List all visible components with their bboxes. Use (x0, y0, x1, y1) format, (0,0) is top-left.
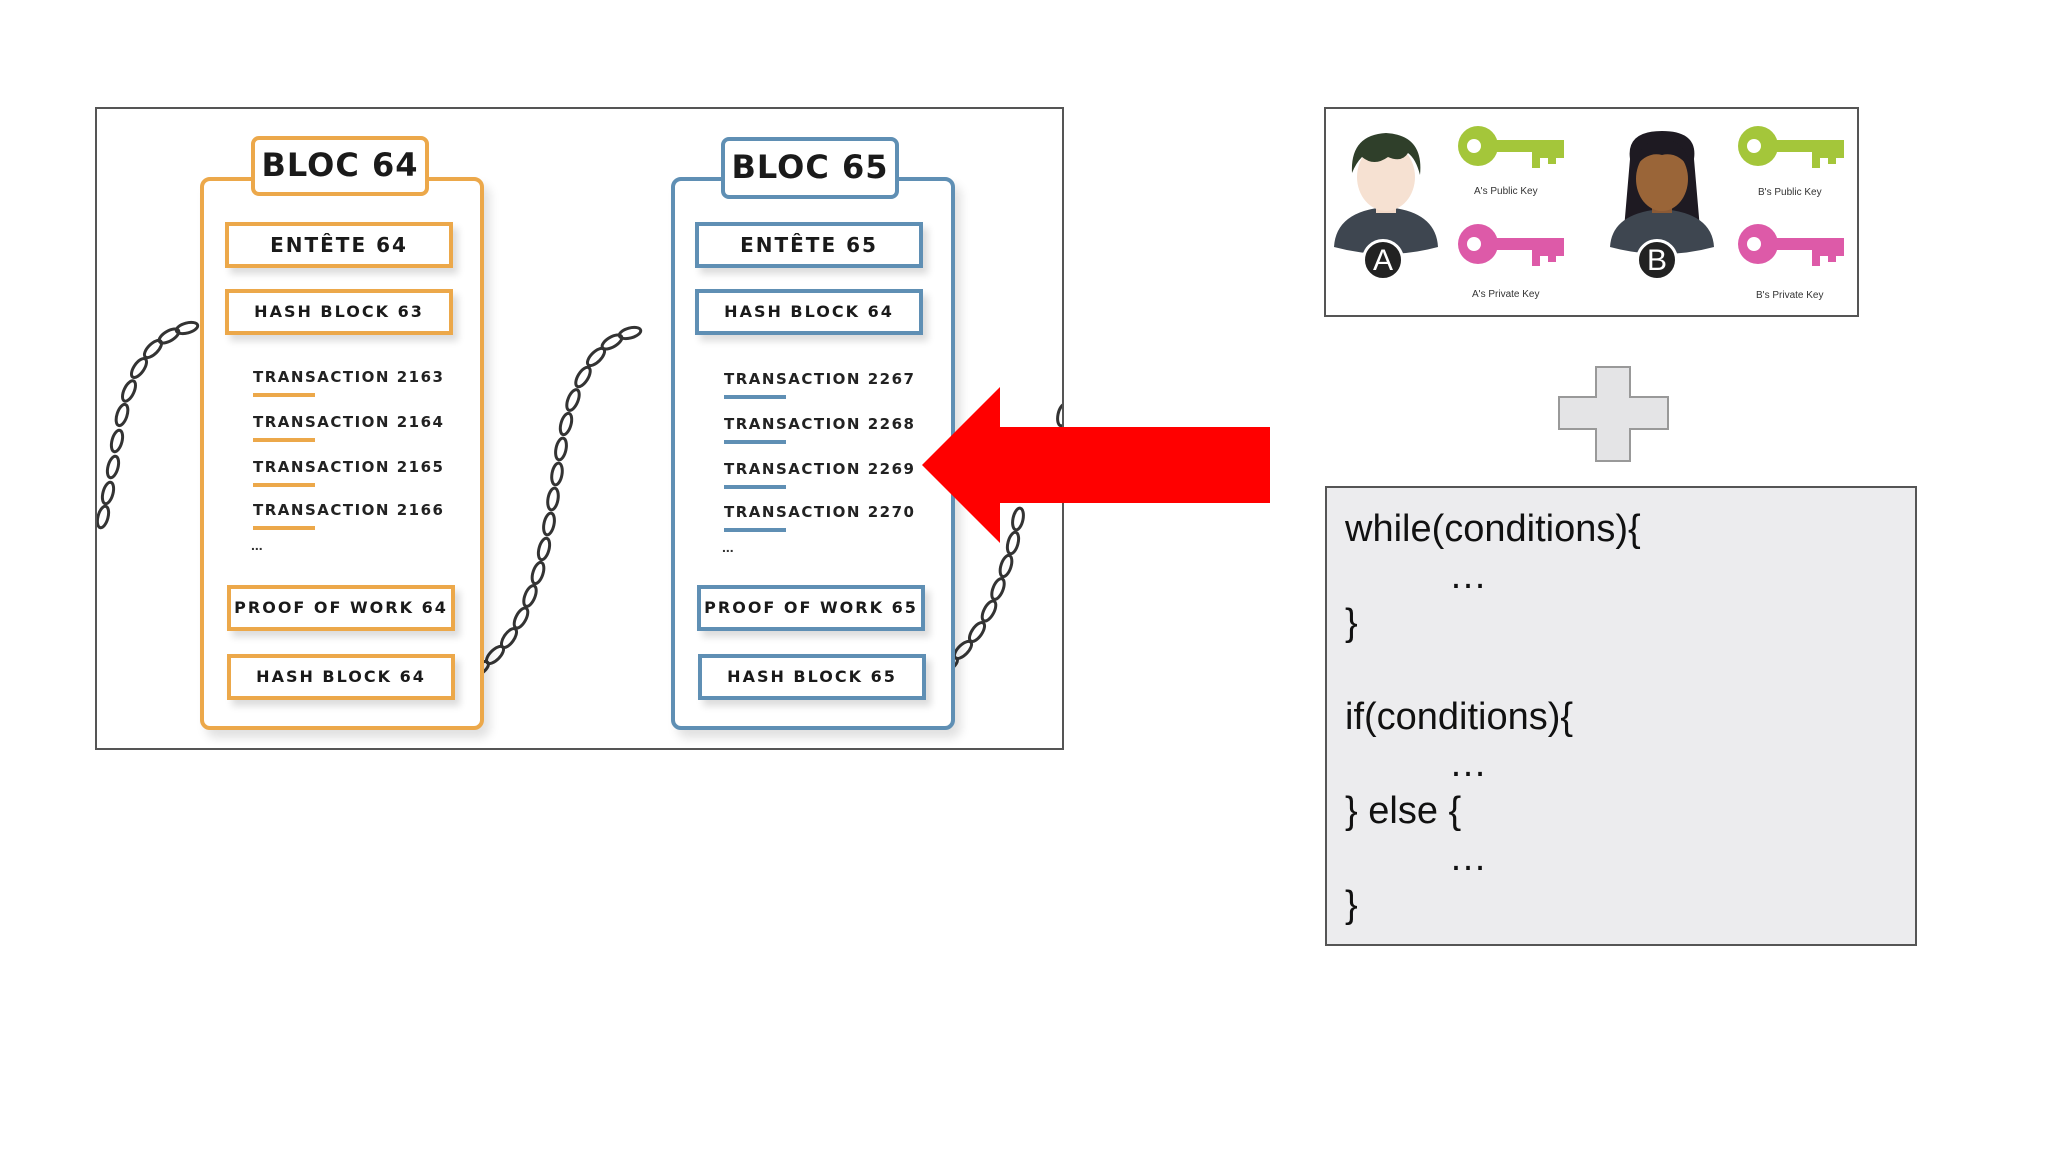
block-64-proof-of-work: PROOF OF WORK 64 (227, 585, 455, 631)
code-if-line: if(conditions){ (1345, 696, 1574, 738)
b-public-key-label: B's Public Key (1758, 187, 1822, 198)
a-private-key-icon (1458, 224, 1564, 266)
block-64-header: ENTÊTE 64 (225, 222, 453, 268)
transaction-underline (724, 485, 786, 489)
user-b-badge: B (1636, 239, 1678, 281)
block-64-title: BLOC 64 (251, 136, 429, 196)
code-ellipsis-line: … (1449, 743, 1487, 785)
user-b-avatar-icon (1610, 131, 1714, 254)
left-arrow-icon (922, 387, 1270, 543)
block-64-transaction: TRANSACTION 2163 (253, 368, 445, 386)
user-a-avatar-icon (1334, 133, 1438, 254)
transaction-underline (724, 395, 786, 399)
b-private-key-icon (1738, 224, 1844, 266)
block-65-transaction: TRANSACTION 2268 (724, 415, 916, 433)
block-64-transaction: TRANSACTION 2164 (253, 413, 445, 431)
block-65-transaction: TRANSACTION 2270 (724, 503, 916, 521)
b-private-key-label: B's Private Key (1756, 290, 1824, 301)
chain-left-icon (97, 320, 200, 530)
key-pairs-panel: A A's Public Key A's Private Key B B's P… (1324, 107, 1859, 317)
block-65-prev-hash: HASH BLOCK 64 (695, 289, 923, 335)
block-64-ellipsis: ... (251, 537, 263, 553)
b-public-key-icon (1738, 126, 1844, 168)
block-65-proof-of-work: PROOF OF WORK 65 (697, 585, 925, 631)
block-64-prev-hash: HASH BLOCK 63 (225, 289, 453, 335)
control-flow-code-panel: while(conditions){ … } if(conditions){ …… (1325, 486, 1917, 946)
transaction-underline (253, 526, 315, 530)
block-65-card (671, 177, 955, 730)
transaction-underline (253, 483, 315, 487)
block-65-transaction: TRANSACTION 2269 (724, 460, 916, 478)
code-close-brace: } (1345, 602, 1358, 644)
a-public-key-icon (1458, 126, 1564, 168)
transaction-underline (724, 528, 786, 532)
a-private-key-label: A's Private Key (1472, 289, 1540, 300)
block-64-transaction: TRANSACTION 2166 (253, 501, 445, 519)
block-65-transaction: TRANSACTION 2267 (724, 370, 916, 388)
a-public-key-label: A's Public Key (1474, 186, 1538, 197)
block-64-transaction: TRANSACTION 2165 (253, 458, 445, 476)
block-65-title: BLOC 65 (721, 137, 899, 199)
code-while-line: while(conditions){ (1345, 508, 1641, 550)
code-ellipsis-line: … (1449, 837, 1487, 879)
user-a-badge: A (1362, 239, 1404, 281)
transaction-underline (253, 438, 315, 442)
code-close-brace: } (1345, 884, 1358, 926)
block-64-hash: HASH BLOCK 64 (227, 654, 455, 700)
transaction-underline (253, 393, 315, 397)
blockchain-diagram: BLOC 64 ENTÊTE 64 HASH BLOCK 63 TRANSACT… (95, 107, 1064, 750)
block-64-card (200, 177, 484, 730)
code-ellipsis-line: … (1449, 555, 1487, 597)
transaction-underline (724, 440, 786, 444)
block-65-ellipsis: ... (722, 539, 734, 555)
plus-icon (1558, 366, 1669, 462)
code-else-line: } else { (1345, 790, 1462, 832)
block-65-hash: HASH BLOCK 65 (698, 654, 926, 700)
block-65-header: ENTÊTE 65 (695, 222, 923, 268)
